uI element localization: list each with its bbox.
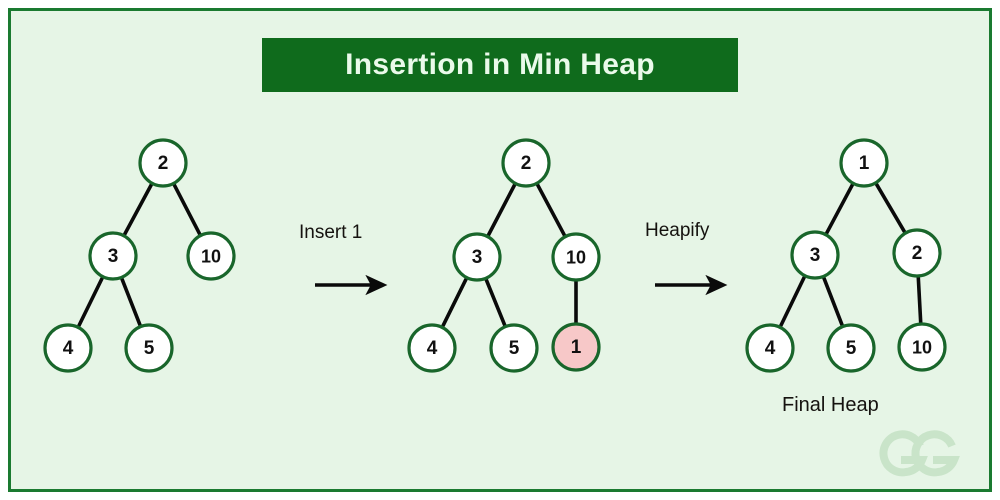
heap-node-value: 4: [427, 338, 438, 359]
heap-node: 3: [88, 231, 138, 281]
heap-node: 4: [745, 323, 795, 373]
heap-node-value: 10: [912, 338, 932, 358]
heap-node-value: 5: [509, 338, 520, 359]
heap-node-value: 2: [521, 153, 532, 174]
heap-tree-initial-heap: 2 3 10 4 5: [43, 138, 236, 373]
tree-edge: [75, 273, 106, 331]
heap-node-value: 1: [859, 153, 870, 174]
heap-node: 2: [501, 138, 551, 188]
heap-node: 3: [452, 232, 502, 282]
heap-node-value: 2: [912, 243, 923, 264]
heap-node: 3: [790, 230, 840, 280]
heap-node-value: 3: [108, 246, 119, 267]
heap-node-value: 2: [158, 153, 169, 174]
heap-node: 2: [138, 138, 188, 188]
heap-node-value: 4: [63, 338, 74, 359]
heap-node-value: 3: [472, 247, 483, 268]
heap-node: 5: [826, 323, 876, 373]
title-banner: Insertion in Min Heap: [262, 38, 738, 92]
heap-node: 10: [897, 322, 947, 372]
tree-edge: [121, 179, 155, 240]
tree-edge: [483, 274, 508, 331]
tree-edge: [534, 179, 568, 241]
heap-node-value: 10: [566, 248, 586, 268]
transition-label-heapify: Heapify: [645, 220, 710, 241]
tree-edge: [872, 179, 909, 237]
tree-edge: [170, 179, 204, 240]
heap-node-value: 5: [144, 338, 155, 359]
heap-node-value: 5: [846, 338, 857, 359]
tree-edge: [820, 272, 846, 331]
heap-node: 10: [551, 232, 601, 282]
heap-node: 5: [489, 323, 539, 373]
heap-node-value: 4: [765, 338, 776, 359]
heap-node: 5: [124, 323, 174, 373]
tree-edge: [823, 179, 856, 239]
heap-node: 10: [186, 231, 236, 281]
final-heap-caption: Final Heap: [782, 394, 879, 416]
heap-tree-final-heap: 1 3 2 4 5 10: [745, 138, 947, 373]
heap-node: 4: [407, 323, 457, 373]
tree-edge: [439, 274, 470, 331]
tree-edge: [916, 272, 923, 328]
heap-node-value: 1: [571, 337, 582, 358]
heap-node: 2: [892, 228, 942, 278]
tree-edge: [777, 272, 808, 331]
geeksforgeeks-logo-icon: [879, 430, 960, 477]
heap-node: 4: [43, 323, 93, 373]
page-title: Insertion in Min Heap: [345, 48, 655, 81]
heap-node-value: 3: [810, 245, 821, 266]
tree-edge: [118, 273, 144, 331]
heap-tree-after-insert: 2 3 10 4 5 1: [407, 138, 601, 373]
heap-node: 1: [551, 322, 601, 372]
heap-node-value: 10: [201, 247, 221, 267]
heap-node: 1: [839, 138, 889, 188]
transition-label-insert: Insert 1: [299, 222, 363, 243]
tree-edge: [484, 179, 519, 241]
